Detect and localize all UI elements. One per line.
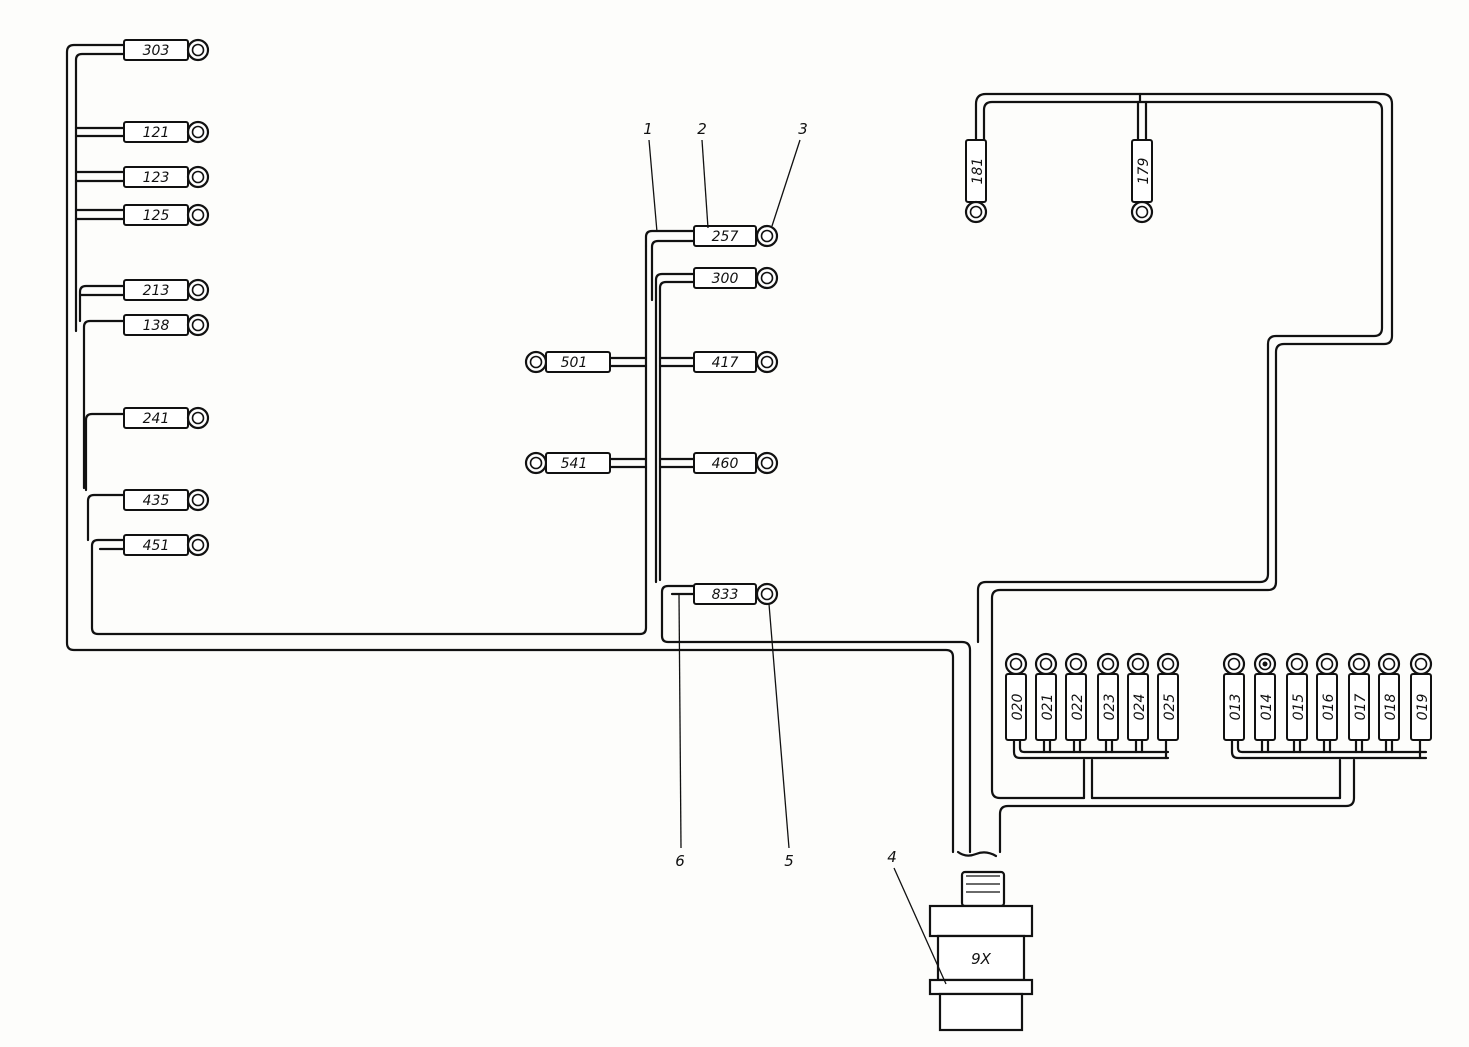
tag-257: 257: [693, 224, 779, 248]
callouts: 1 2 3 4 5 6: [643, 120, 947, 985]
connector-label: 9X: [971, 950, 992, 968]
tag-019: 019: [1409, 652, 1433, 741]
tag-019-label: 019: [1415, 694, 1431, 721]
tag-179: 179: [1130, 139, 1154, 224]
tag-435-label: 435: [143, 493, 170, 509]
tag-014-label: 014: [1259, 694, 1275, 721]
tag-021-label: 021: [1040, 694, 1056, 721]
tag-014: 014: [1253, 652, 1277, 741]
tag-018: 018: [1377, 652, 1401, 741]
tag-121: 121: [123, 120, 210, 144]
tag-020-label: 020: [1010, 694, 1026, 721]
tag-213: 213: [123, 278, 210, 302]
tag-460-label: 460: [712, 456, 739, 472]
tag-833-label: 833: [712, 587, 739, 603]
tag-016-label: 016: [1321, 694, 1337, 721]
tag-417: 417: [693, 350, 779, 374]
tag-138-label: 138: [143, 318, 170, 334]
tag-181-label: 181: [970, 158, 986, 185]
tag-501: 501: [524, 350, 611, 374]
tag-017-label: 017: [1353, 694, 1369, 721]
tag-025: 025: [1156, 652, 1180, 741]
tag-241: 241: [123, 406, 210, 430]
tag-833: 833: [693, 582, 779, 606]
center-trunk: [608, 229, 972, 854]
tag-241-label: 241: [143, 411, 170, 427]
tag-023: 023: [1096, 652, 1120, 741]
tag-023-label: 023: [1102, 694, 1118, 721]
tag-138: 138: [123, 313, 210, 337]
tag-451-label: 451: [143, 538, 170, 554]
callout-1: 1: [643, 120, 653, 138]
tag-024-label: 024: [1132, 694, 1148, 721]
tag-181: 181: [964, 139, 988, 224]
tag-303: 303: [123, 38, 210, 62]
tag-123: 123: [123, 165, 210, 189]
tag-257-label: 257: [712, 229, 739, 245]
tag-541: 541: [524, 451, 611, 475]
tag-460: 460: [693, 451, 779, 475]
callout-6: 6: [675, 852, 685, 870]
tag-020: 020: [1004, 652, 1028, 741]
tag-022-label: 022: [1070, 694, 1086, 721]
tag-015: 015: [1285, 652, 1309, 741]
tag-417-label: 417: [712, 355, 739, 371]
tag-013: 013: [1222, 652, 1246, 741]
callout-3: 3: [798, 120, 808, 138]
tag-013-label: 013: [1228, 694, 1244, 721]
tag-300-label: 300: [712, 271, 739, 287]
tag-541-label: 541: [561, 456, 588, 472]
callout-5: 5: [784, 852, 794, 870]
tag-022: 022: [1064, 652, 1088, 741]
tag-501-label: 501: [561, 355, 588, 371]
tag-213-label: 213: [143, 283, 170, 299]
tag-018-label: 018: [1383, 694, 1399, 721]
callout-4: 4: [887, 848, 897, 866]
tag-025-label: 025: [1162, 694, 1178, 721]
tag-121-label: 121: [143, 125, 170, 141]
connector-9x: 9X: [928, 850, 1034, 1032]
tag-179-label: 179: [1136, 158, 1152, 185]
tag-123-label: 123: [143, 170, 170, 186]
tag-017: 017: [1347, 652, 1371, 741]
tag-451: 451: [123, 533, 210, 557]
tag-125-label: 125: [143, 208, 170, 224]
tag-300: 300: [693, 266, 779, 290]
tag-303-label: 303: [143, 43, 170, 59]
tag-024: 024: [1126, 652, 1150, 741]
tag-435: 435: [123, 488, 210, 512]
callout-2: 2: [697, 120, 707, 138]
tag-125: 125: [123, 203, 210, 227]
tag-016: 016: [1315, 652, 1339, 741]
right-trunk: [974, 92, 1428, 854]
tag-015-label: 015: [1291, 694, 1307, 721]
left-trunk: [65, 43, 955, 854]
tag-021: 021: [1034, 652, 1058, 741]
